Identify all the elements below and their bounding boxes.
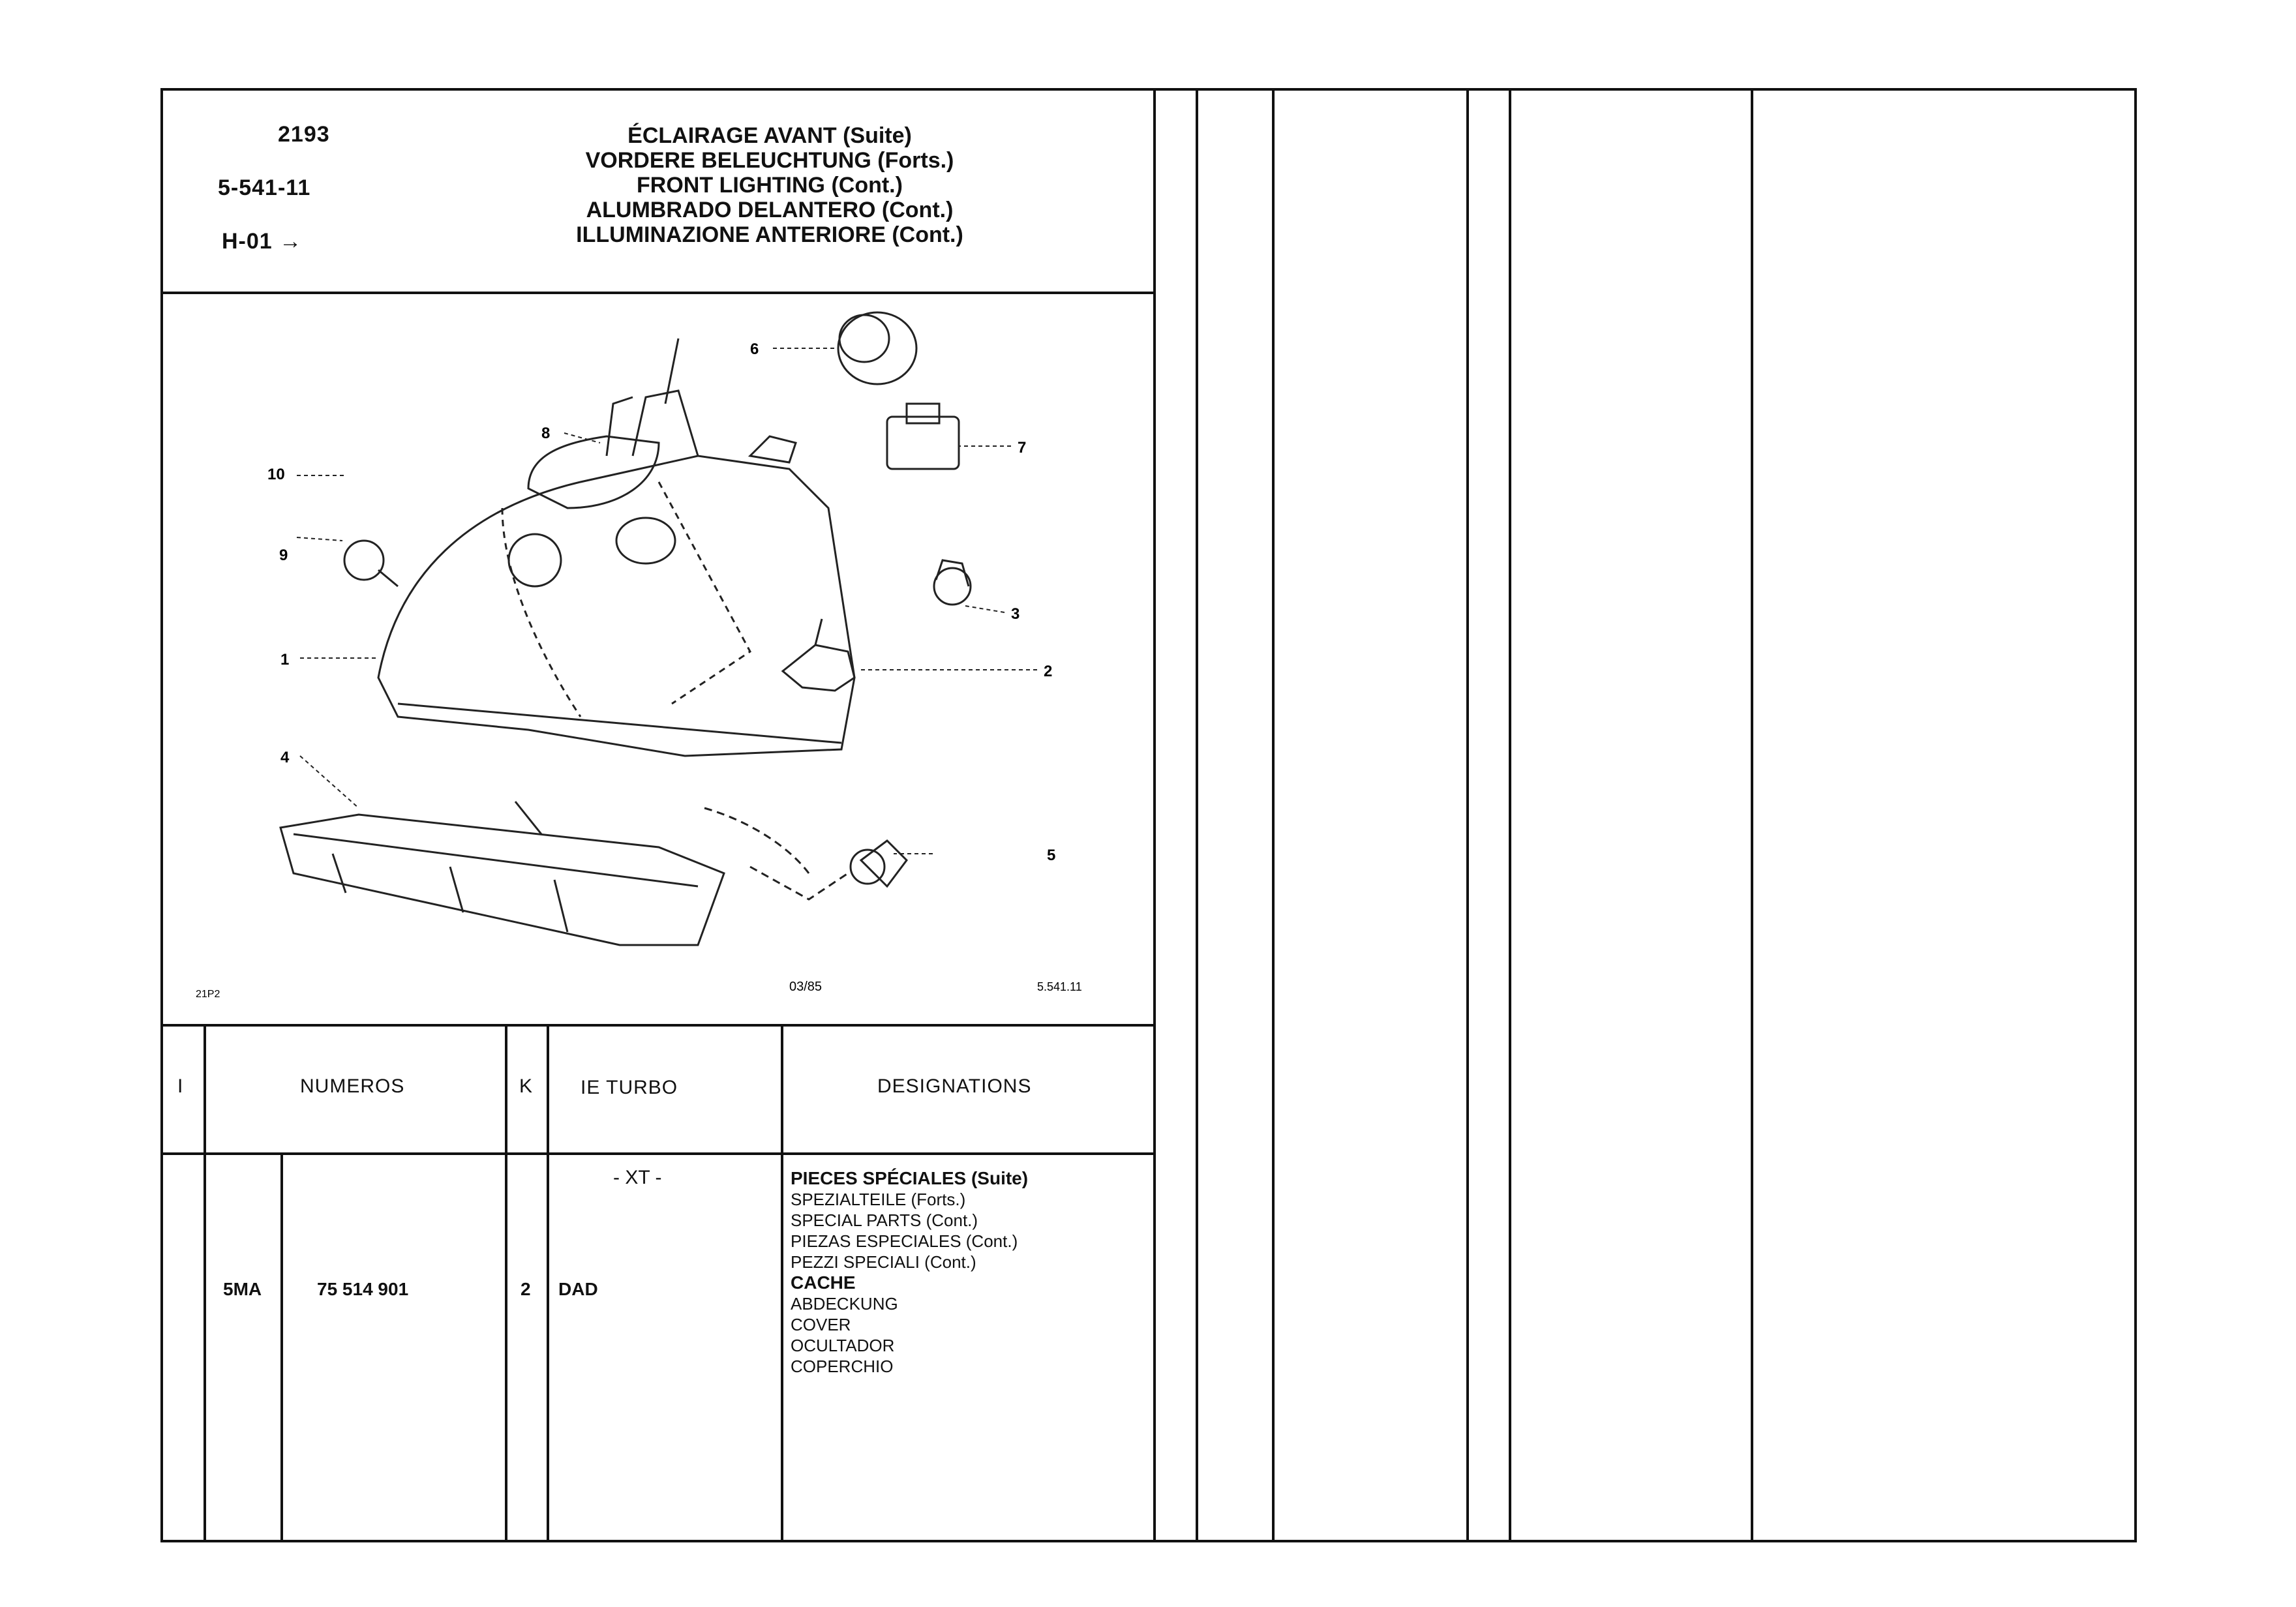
table-col-line <box>280 1152 283 1540</box>
drawing-date: 03/85 <box>789 980 822 994</box>
callout-6: 6 <box>750 340 759 358</box>
column-divider <box>1509 91 1511 1540</box>
title-en: FRONT LIGHTING (Cont.) <box>637 173 903 198</box>
title-es: ALUMBRADO DELANTERO (Cont.) <box>586 198 954 222</box>
cover-part <box>527 435 660 509</box>
title-de: VORDERE BELEUCHTUNG (Forts.) <box>585 148 954 173</box>
header-title-block: ÉCLAIRAGE AVANT (Suite) VORDERE BELEUCHT… <box>476 123 1063 247</box>
callout-7: 7 <box>1018 439 1026 457</box>
column-divider <box>1196 91 1198 1540</box>
drawing-plate-ref: 5.541.11 <box>1037 980 1082 993</box>
callout-5: 5 <box>1047 847 1055 864</box>
title-it: ILLUMINAZIONE ANTERIORE (Cont.) <box>576 222 963 247</box>
part-name-de: ABDECKUNG <box>791 1294 898 1314</box>
callout-2: 2 <box>1044 663 1052 680</box>
table-header-divider <box>163 1152 1153 1155</box>
part-name-en: COVER <box>791 1315 851 1334</box>
part-qty: 2 <box>521 1279 531 1299</box>
header-divider <box>163 292 1153 294</box>
drawing-divider <box>163 1024 1153 1027</box>
callout-10: 10 <box>267 466 285 483</box>
callout-3: 3 <box>1011 605 1020 623</box>
title-fr: ÉCLAIRAGE AVANT (Suite) <box>627 123 912 148</box>
column-divider <box>1153 91 1156 1540</box>
callout-4: 4 <box>280 749 290 766</box>
table-col-line <box>505 1024 507 1540</box>
section-title-it: PEZZI SPECIALI (Cont.) <box>791 1252 976 1272</box>
col-header-index: I <box>177 1075 184 1097</box>
group-number: 2193 <box>278 122 330 147</box>
part-name-fr: CACHE <box>791 1272 856 1293</box>
column-divider <box>1466 91 1469 1540</box>
section-title-fr: PIECES SPÉCIALES (Suite) <box>791 1168 1029 1188</box>
model-reference: H-01 → <box>222 229 303 254</box>
exploded-headlamp-diagram: 1 2 3 4 5 6 7 8 9 10 21P2 03/85 5.541.11 <box>196 311 1082 1000</box>
drawing-code: 21P2 <box>196 989 220 1000</box>
section-marker: - XT - <box>613 1167 662 1188</box>
indicator-lens <box>279 813 725 946</box>
callout-8: 8 <box>541 425 550 442</box>
callout-1: 1 <box>280 651 289 668</box>
col-header-model: IE TURBO <box>581 1077 678 1098</box>
column-divider <box>1272 91 1275 1540</box>
part-model-code: DAD <box>558 1279 598 1299</box>
section-title-en: SPECIAL PARTS (Cont.) <box>791 1210 978 1230</box>
section-title-de: SPEZIALTEILE (Forts.) <box>791 1190 966 1209</box>
table-col-line <box>547 1024 549 1540</box>
table-col-line <box>781 1024 783 1540</box>
plate-reference: 5-541-11 <box>218 175 311 200</box>
col-header-numbers: NUMEROS <box>300 1075 405 1097</box>
column-divider <box>1751 91 1753 1540</box>
part-prefix: 5MA <box>223 1279 262 1299</box>
section-title-es: PIEZAS ESPECIALES (Cont.) <box>791 1231 1018 1251</box>
callout-9: 9 <box>279 547 288 564</box>
part-name-it: COPERCHIO <box>791 1357 894 1376</box>
col-header-designations: DESIGNATIONS <box>877 1075 1032 1097</box>
section-titles: PIECES SPÉCIALES (Suite) SPEZIALTEILE (F… <box>791 1168 1028 1377</box>
col-header-qty: K <box>519 1075 534 1097</box>
table-col-line <box>204 1024 206 1540</box>
parts-catalog-sheet: 2193 5-541-11 H-01 → ÉCLAIRAGE AVANT (Su… <box>160 88 2137 1542</box>
part-number: 75 514 901 <box>317 1279 409 1299</box>
headlamp-housing <box>377 455 856 757</box>
part-name-es: OCULTADOR <box>791 1336 895 1355</box>
